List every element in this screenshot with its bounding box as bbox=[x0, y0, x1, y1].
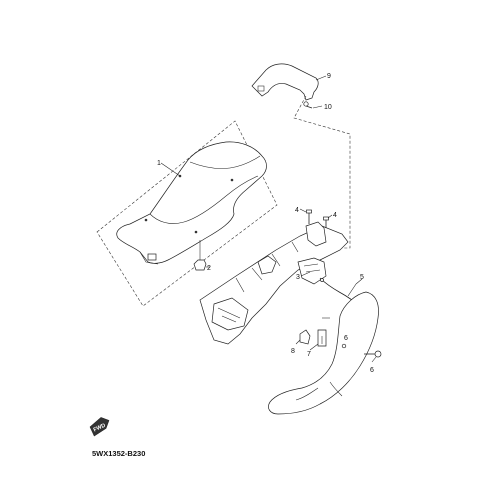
bracket-dashed-path bbox=[293, 95, 351, 249]
cable-end bbox=[320, 278, 324, 282]
callout-8: 8 bbox=[291, 348, 295, 355]
leader-4a bbox=[299, 208, 307, 213]
seat-mark bbox=[230, 178, 234, 182]
side-cover bbox=[268, 291, 379, 415]
callout-1: 1 bbox=[157, 160, 161, 167]
cable-leader bbox=[347, 283, 357, 297]
callout-2: 2 bbox=[207, 265, 211, 272]
leader-8 bbox=[295, 339, 301, 345]
callout-4: 4 bbox=[295, 207, 299, 214]
forward-marker: FWD bbox=[89, 417, 110, 437]
bolt-shaft bbox=[305, 105, 313, 109]
cover-contour bbox=[329, 381, 343, 397]
seat-mark bbox=[194, 230, 198, 234]
leader-7 bbox=[309, 343, 319, 351]
grommet-part bbox=[299, 329, 311, 345]
seat-rear-contour bbox=[189, 155, 261, 169]
callout-9: 9 bbox=[327, 73, 331, 80]
frame-rib-lines bbox=[235, 241, 299, 293]
bolt-right-head bbox=[323, 216, 329, 221]
leader-4b bbox=[327, 214, 333, 219]
seat bbox=[116, 141, 267, 264]
leader-9 bbox=[315, 75, 327, 81]
callout-6: 6 bbox=[370, 367, 374, 374]
cover-contour bbox=[295, 387, 319, 401]
callout-7: 7 bbox=[307, 351, 311, 358]
leader-6a bbox=[371, 356, 377, 363]
seat-assembly bbox=[96, 120, 278, 307]
lock-bracket-lines bbox=[303, 263, 321, 273]
frame-assembly bbox=[199, 209, 357, 345]
leader-10 bbox=[312, 105, 323, 109]
seat-mark bbox=[144, 218, 148, 222]
side-cover-assembly bbox=[268, 291, 382, 415]
leader-1 bbox=[160, 162, 181, 177]
callout-4: 4 bbox=[333, 212, 337, 219]
diagram-code: 5WX1352-B230 bbox=[92, 449, 145, 458]
fwd-label: FWD bbox=[93, 423, 107, 434]
callout-3: 3 bbox=[296, 274, 300, 281]
callouts: 1 2 3 4 4 5 6 6 7 8 9 10 bbox=[157, 73, 374, 374]
bracket-hole bbox=[257, 85, 265, 92]
seat-front-edge bbox=[139, 251, 159, 265]
frame-lower-bracket bbox=[211, 297, 249, 331]
callout-6: 6 bbox=[344, 335, 348, 342]
arrow-icon bbox=[89, 417, 110, 437]
seat-hook bbox=[147, 253, 157, 261]
bolt-6-small bbox=[341, 343, 347, 349]
seat-damper-part bbox=[193, 259, 207, 271]
bolt-left-head bbox=[306, 209, 312, 214]
seat-dashed-outline bbox=[96, 120, 278, 307]
bolt-6-head bbox=[374, 350, 382, 358]
leader-3 bbox=[300, 271, 311, 277]
leader-5 bbox=[355, 278, 363, 285]
frame-mount bbox=[257, 255, 277, 275]
callout-leaders bbox=[160, 75, 377, 363]
callout-10: 10 bbox=[324, 104, 332, 111]
tail-bracket bbox=[251, 63, 319, 101]
tail-bracket-assembly bbox=[251, 63, 351, 249]
frame-lower-lines bbox=[217, 307, 241, 323]
callout-5: 5 bbox=[360, 274, 364, 281]
bolt-head bbox=[303, 101, 309, 107]
seat-contour-line bbox=[149, 175, 259, 224]
seat-lock bbox=[305, 221, 327, 247]
